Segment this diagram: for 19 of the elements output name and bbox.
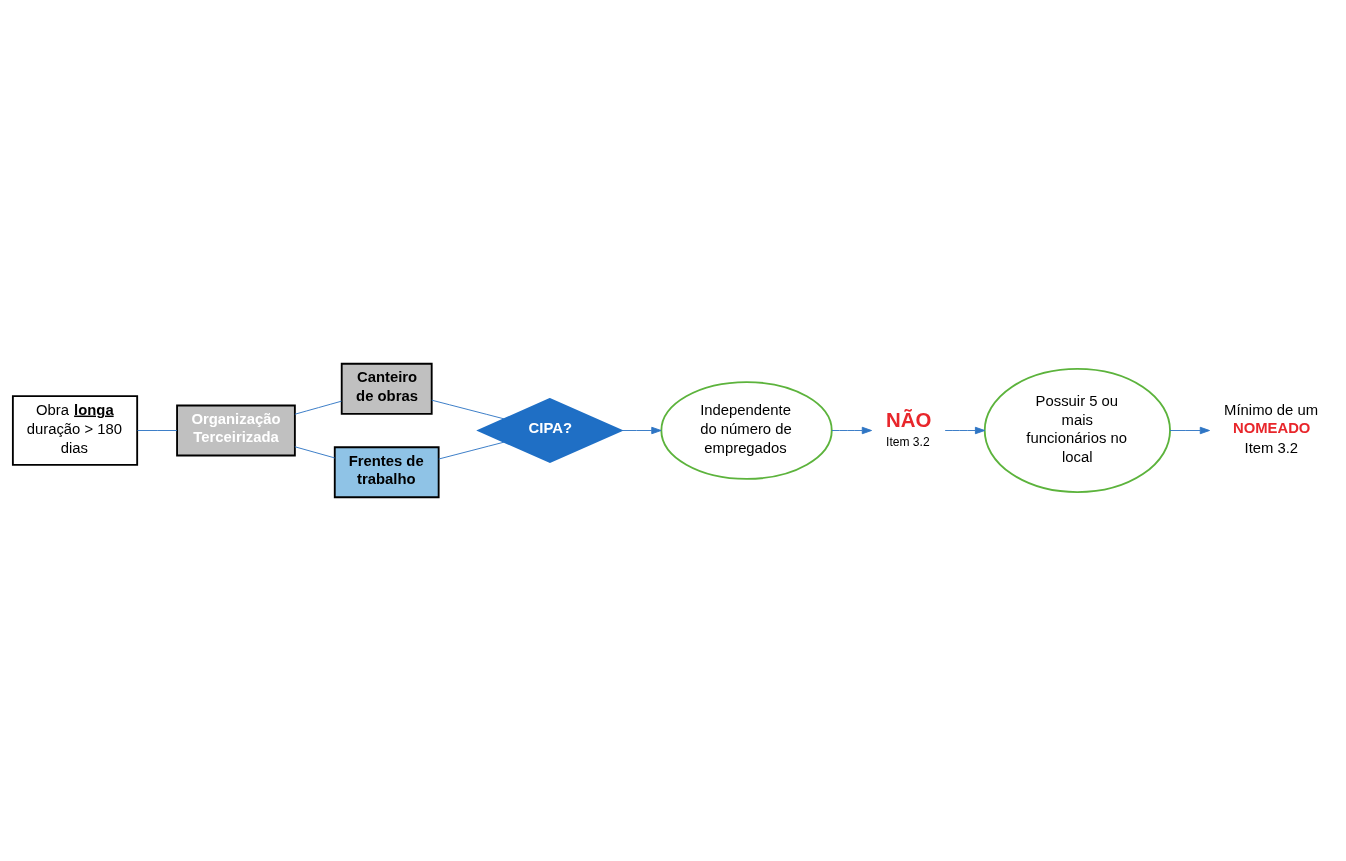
- node-box: Organização Terceirizada: [176, 404, 296, 457]
- arrow: [621, 426, 662, 435]
- node-text: NÃO: [886, 409, 932, 432]
- arrow: [831, 426, 872, 435]
- connector: [294, 446, 336, 459]
- node-label: Item 3.2: [886, 434, 930, 449]
- arrow: [1169, 426, 1210, 435]
- node-box: Canteiro de obras: [340, 362, 433, 415]
- node-text: Mínimo de um NOMEADO Item 3.2: [1224, 402, 1319, 456]
- connector: [431, 399, 505, 420]
- node-ellipse: Possuir 5 ou mais funcionários no local: [983, 367, 1171, 494]
- node-box: Obra longa duração > 180 dias: [11, 395, 139, 466]
- arrow: [944, 426, 986, 435]
- connector: [294, 400, 342, 415]
- node-box: Frentes de trabalho: [333, 446, 440, 499]
- node-diamond: CIPA?: [476, 397, 624, 464]
- node-ellipse: Independente do número de empregados: [660, 381, 833, 480]
- connector: [137, 430, 178, 431]
- connector: [438, 441, 506, 460]
